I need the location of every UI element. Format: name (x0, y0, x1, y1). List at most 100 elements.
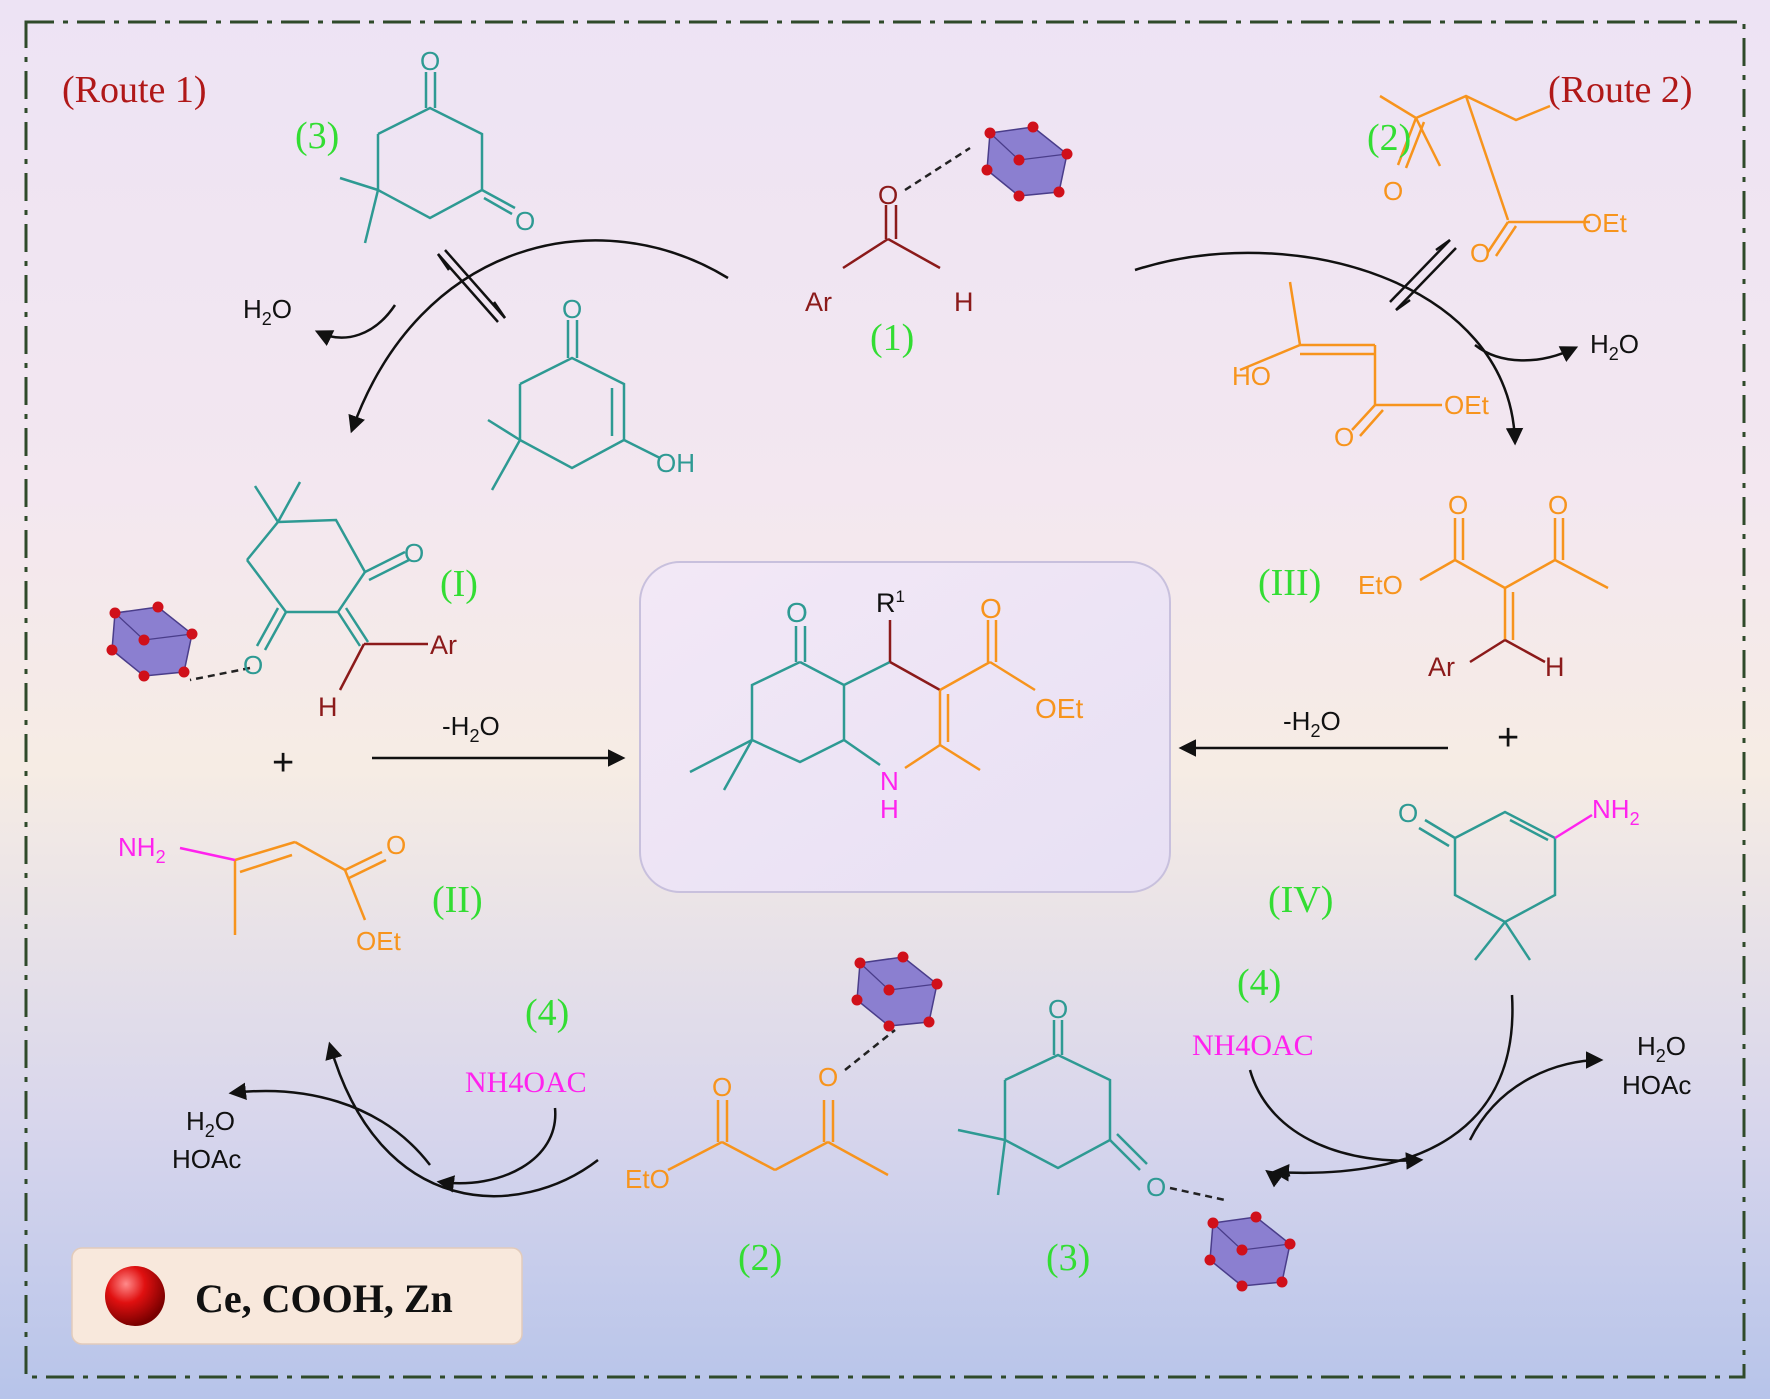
product-box (639, 561, 1171, 893)
label-4-right: (4) (1237, 962, 1281, 1004)
arrow-bottom-right-tail (1260, 1168, 1295, 1171)
water-top-left: H2O (243, 294, 292, 329)
mof-cluster-bottom-center (850, 950, 944, 1033)
water-bottom-left: H2O (186, 1106, 235, 1141)
intermediate-III-ar-bonds (1469, 638, 1546, 664)
product-nh-h: H (880, 794, 899, 824)
acetoacetate-enol (1239, 281, 1442, 437)
iii-h: H (1545, 652, 1565, 682)
acetoacetate-2-top (1379, 94, 1590, 257)
enamine-n-bond (179, 846, 236, 862)
dimedone-o2: O (515, 206, 535, 236)
enamine-o: O (386, 830, 406, 860)
svg-text:H2O: H2O (243, 294, 292, 329)
label-I: (I) (440, 563, 478, 605)
enol-ho: HO (1232, 361, 1271, 391)
aa-b-eto: EtO (625, 1164, 670, 1194)
plus-left: + (272, 742, 294, 784)
product-o-ketone: O (786, 597, 808, 628)
aldehyde-o: O (878, 180, 898, 210)
arrow-route2-top (1134, 251, 1524, 446)
intermediate-I-ar-bonds (338, 642, 428, 691)
arrow-nh4oac-left (436, 1107, 557, 1193)
svg-text:H2O: H2O (1590, 329, 1639, 364)
water-bottom-right: H2O (1637, 1031, 1686, 1066)
label-III: (III) (1258, 562, 1321, 604)
legend: Ce, COOH, Zn (71, 1247, 523, 1345)
svg-text:NH2: NH2 (1592, 794, 1640, 829)
legend-box (71, 1247, 523, 1345)
acetoacetate-2-bottom (667, 1100, 889, 1177)
dimedone-3 (339, 72, 516, 244)
enamine-II (233, 840, 387, 935)
label-IV: (IV) (1268, 879, 1333, 921)
nh4oac-left: NH4OAC (465, 1066, 587, 1099)
product-o-ester: O (980, 593, 1002, 624)
label-2-top: (2) (1367, 117, 1411, 159)
mof-cluster-left (105, 600, 199, 683)
interaction-bottom-3 (1169, 1186, 1226, 1202)
aa-oet: OEt (1582, 208, 1628, 238)
enamine-nh2: NH2 (118, 832, 166, 867)
label-1: (1) (870, 317, 914, 359)
int-I-h: H (318, 692, 338, 722)
equilibrium-right (1389, 238, 1457, 312)
arrow-water-right (1474, 344, 1579, 362)
arrow-bottom-right-head-left (1265, 1169, 1291, 1188)
arrow-water-left (314, 304, 397, 346)
enol-o: O (562, 294, 582, 324)
label-2-bottom: (2) (738, 1237, 782, 1279)
arrow-route1-top (348, 239, 729, 434)
intermediate-III (1419, 518, 1609, 640)
int-I-o2: O (243, 650, 263, 680)
iii-o1: O (1448, 490, 1468, 520)
iii-eto: EtO (1358, 570, 1403, 600)
interaction-bottom-2 (844, 1029, 896, 1071)
enol-oet: OEt (1444, 390, 1490, 420)
product-teal-bonds (689, 626, 891, 791)
aa-o1: O (1383, 176, 1403, 206)
arrow-water-hoac-right (1468, 1051, 1604, 1141)
label-II: (II) (432, 879, 483, 921)
enaminone-IV (1418, 810, 1557, 961)
svg-text:R1: R1 (876, 587, 905, 618)
iv-nh2: NH2 (1592, 794, 1640, 829)
hoac-bottom-left: HOAc (172, 1144, 241, 1174)
svg-text:H2O: H2O (186, 1106, 235, 1141)
product-orange-bonds (904, 620, 1036, 772)
minus-water-right: -H2O (1283, 706, 1341, 741)
svg-text:-H2O: -H2O (1283, 706, 1341, 741)
route-1-label: (Route 1) (62, 69, 207, 111)
enol-oh: OH (656, 448, 695, 478)
mof-cluster-bottom-right (1203, 1210, 1297, 1293)
label-4-left: (4) (525, 992, 569, 1034)
aldehyde-1 (842, 146, 971, 270)
mof-cluster-top (980, 120, 1074, 203)
aa-b-o2: O (818, 1062, 838, 1092)
iv-n-bond (1554, 813, 1593, 840)
aldehyde-h: H (954, 287, 974, 317)
arrow-nh4oac-right (1248, 1069, 1424, 1170)
aa-o2: O (1470, 238, 1490, 268)
product-oet: OEt (1035, 693, 1083, 724)
int-I-ar: Ar (430, 630, 457, 660)
iv-o: O (1398, 798, 1418, 828)
intermediate-I (246, 481, 410, 651)
equilibrium-left (436, 249, 507, 323)
arrow-water-hoac-left (228, 1082, 431, 1166)
nh4oac-right: NH4OAC (1192, 1029, 1314, 1062)
int-I-o1: O (404, 538, 424, 568)
aa-b-o1: O (712, 1072, 732, 1102)
legend-text: Ce, COOH, Zn (195, 1276, 453, 1321)
dimedone-o1: O (420, 46, 440, 76)
arrow-bottom-right (1271, 994, 1514, 1182)
label-3-bottom: (3) (1046, 1237, 1090, 1279)
outer-border (24, 20, 1746, 1379)
interaction-I (189, 666, 251, 682)
dimedone-enol (487, 320, 661, 491)
minus-water-left: -H2O (442, 711, 500, 746)
enamine-oet: OEt (356, 926, 402, 956)
svg-text:H2O: H2O (1637, 1031, 1686, 1066)
